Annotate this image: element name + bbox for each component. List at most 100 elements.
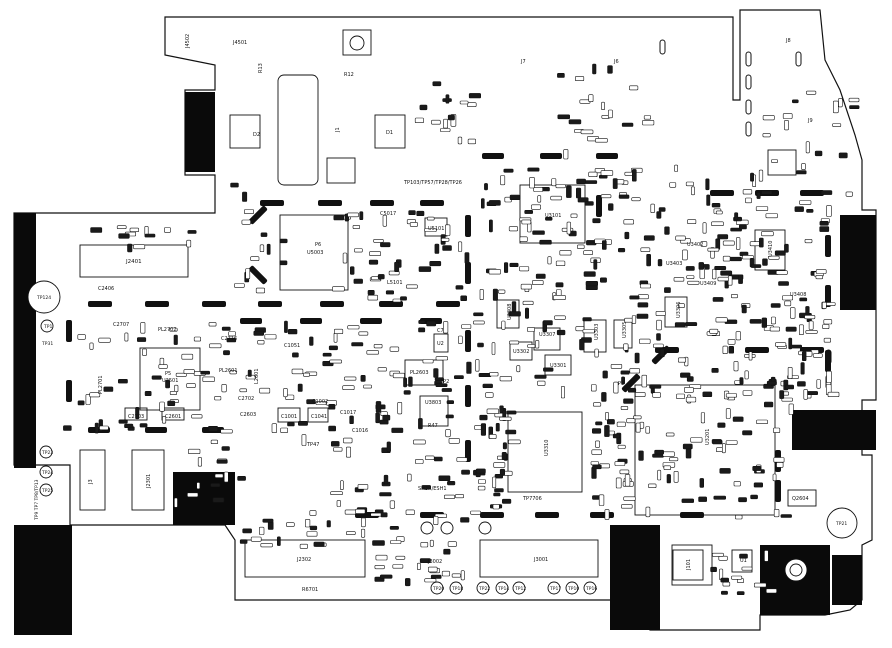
smd-part <box>543 367 554 372</box>
label-j4501: J4501 <box>232 40 247 46</box>
smd-part <box>634 352 640 364</box>
smd-part <box>494 473 503 479</box>
label-d2: D2 <box>253 132 260 138</box>
smd-part <box>524 307 529 319</box>
label-u3101: U3101 <box>545 213 561 219</box>
pad <box>775 480 781 502</box>
smd-part <box>245 268 251 279</box>
smd-part <box>801 163 806 170</box>
label-u3410: U3410 <box>768 241 774 257</box>
smd-part <box>849 105 860 109</box>
smd-part <box>620 405 629 410</box>
smd-part <box>466 361 472 374</box>
label-c1016: C1016 <box>352 428 368 434</box>
label-u3803: U3803 <box>425 400 441 406</box>
smd-part <box>313 541 325 547</box>
smd-part <box>711 221 724 227</box>
smd-part <box>366 350 379 355</box>
smd-part <box>615 477 622 489</box>
smd-part <box>441 388 452 392</box>
smd-part <box>488 268 501 275</box>
smd-part <box>805 391 818 395</box>
smd-part <box>676 393 685 399</box>
smd-part <box>234 283 245 288</box>
j4501-box <box>342 29 372 56</box>
tp1 <box>40 319 54 333</box>
u3301-chip <box>544 354 572 376</box>
smd-part <box>826 205 832 217</box>
smd-part <box>208 322 217 327</box>
smd-part <box>424 455 435 460</box>
smd-part <box>551 178 557 187</box>
smd-part <box>379 574 393 579</box>
smd-part <box>770 316 776 325</box>
smd-part <box>756 419 768 425</box>
smd-part <box>798 324 804 335</box>
smd-part <box>392 372 405 379</box>
smd-part <box>250 256 260 261</box>
smd-part <box>804 239 813 244</box>
smd-part <box>284 320 288 333</box>
smd-part <box>755 206 769 211</box>
smd-part <box>389 525 399 530</box>
label-u3307: U3307 <box>539 332 555 338</box>
label-pl2702: PL2702 <box>158 327 177 333</box>
smd-part <box>741 304 747 314</box>
smd-part <box>418 319 426 324</box>
smd-part <box>478 479 486 484</box>
smd-part <box>258 526 265 535</box>
smd-part <box>508 226 519 232</box>
label-l5101: L5101 <box>387 280 403 286</box>
smd-part <box>443 321 449 334</box>
smd-part <box>797 381 806 387</box>
smd-part <box>520 283 532 290</box>
smd-part <box>718 555 728 561</box>
smd-part <box>446 400 454 405</box>
smd-part <box>652 453 664 458</box>
smd-part <box>682 249 688 261</box>
label-p5: P5 <box>165 371 171 377</box>
smd-part <box>210 483 221 488</box>
smd-part <box>99 425 109 431</box>
smd-part <box>617 444 626 449</box>
smd-part <box>803 389 808 400</box>
label-u3305: U3305 <box>622 322 628 338</box>
label-tp24: TP24 <box>41 470 53 476</box>
smd-part <box>619 469 630 475</box>
smd-part <box>187 230 197 234</box>
smd-part <box>749 241 760 247</box>
smd-part <box>388 270 400 276</box>
smd-part <box>592 402 602 407</box>
smd-part <box>403 390 411 395</box>
smd-part <box>643 235 655 241</box>
smd-part <box>815 274 824 280</box>
smd-part <box>722 255 731 262</box>
smd-part <box>473 312 484 317</box>
smd-part <box>595 138 608 143</box>
smd-part <box>443 548 451 555</box>
smd-part <box>814 150 823 157</box>
smd-part <box>394 261 400 273</box>
smd-part <box>187 492 199 498</box>
smd-part <box>429 260 442 267</box>
label-tp21: TP21 <box>835 521 847 527</box>
smd-part <box>389 346 400 352</box>
smd-part <box>494 488 504 493</box>
smd-part <box>778 281 789 286</box>
smd-part <box>98 337 111 343</box>
smd-part <box>306 399 316 405</box>
smd-part <box>377 274 385 280</box>
smd-part <box>762 115 775 121</box>
smd-part <box>435 383 448 388</box>
smd-part <box>779 390 785 399</box>
smd-part <box>418 266 432 272</box>
smd-part <box>448 437 460 444</box>
label-u3308: U3308 <box>507 304 513 320</box>
label-l2601: L2601 <box>254 368 260 384</box>
smd-part <box>197 457 202 467</box>
smd-part <box>719 468 731 474</box>
pad <box>88 301 112 307</box>
smd-part <box>169 327 178 332</box>
smd-part <box>230 182 239 188</box>
smd-part <box>801 351 807 362</box>
